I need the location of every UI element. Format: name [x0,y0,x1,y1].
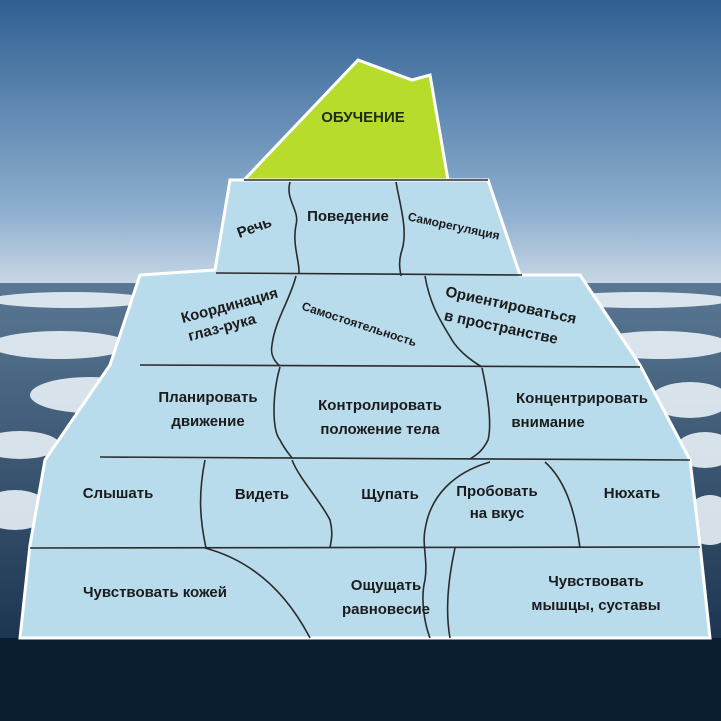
label-touch: Щупать [361,486,419,503]
label-skin: Чувствовать кожей [83,584,227,601]
cell-dividers [199,181,581,639]
label-control-2: положение тела [320,421,440,438]
label-balance-2: равновесие [342,601,430,618]
label-muscles-2: мышцы, суставы [531,597,660,614]
label-control-1: Контролировать [318,397,442,414]
label-hear: Слышать [83,485,154,502]
label-taste-2: на вкус [470,505,525,522]
label-taste-1: Пробовать [456,483,537,500]
iceberg-body [18,178,712,640]
label-plan-1: Планировать [158,389,257,406]
label-see: Видеть [235,486,289,503]
labels: ОБУЧЕНИЕ Речь Поведение Саморегуляция Ко… [83,109,661,618]
label-learning: ОБУЧЕНИЕ [321,109,405,126]
label-behavior: Поведение [307,208,389,225]
label-plan-2: движение [171,413,244,430]
deep-water [0,638,721,721]
label-smell: Нюхать [604,485,661,502]
row-dividers [29,179,701,549]
label-focus-1: Концентрировать [516,390,648,407]
label-focus-2: внимание [511,414,584,431]
label-balance-1: Ощущать [351,577,421,594]
label-muscles-1: Чувствовать [548,573,644,590]
